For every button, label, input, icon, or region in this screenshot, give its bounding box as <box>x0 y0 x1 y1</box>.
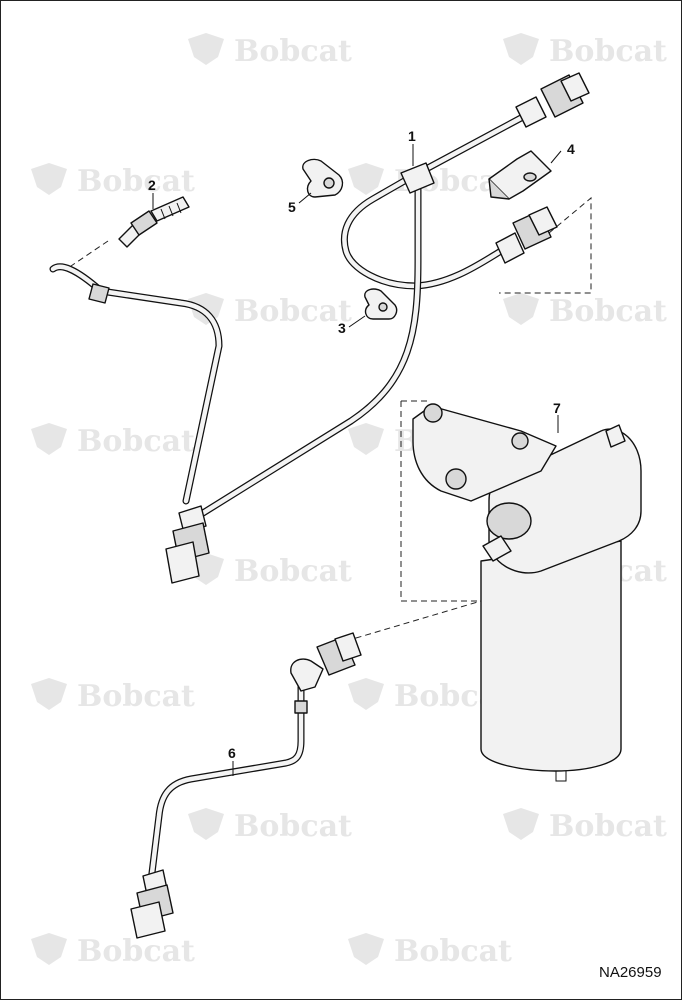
callout-5: 5 <box>288 199 296 215</box>
fuel-hose-2[interactable] <box>49 263 223 505</box>
dashed-reference-lines <box>70 196 592 642</box>
svg-text:Bobcat: Bobcat <box>549 34 667 69</box>
svg-text:Bobcat: Bobcat <box>549 294 667 329</box>
svg-text:Bobcat: Bobcat <box>77 679 195 714</box>
hose-clip-3[interactable] <box>364 288 398 320</box>
svg-text:Bobcat: Bobcat <box>234 809 352 844</box>
quick-connector <box>495 206 558 264</box>
watermark: Bobcat <box>503 33 667 69</box>
watermark: Bobcat <box>348 933 512 969</box>
callout-4: 4 <box>567 141 575 157</box>
callout-3: 3 <box>338 320 346 336</box>
watermark: Bobcat <box>503 293 667 329</box>
barbed-fitting[interactable] <box>118 196 190 248</box>
quick-connector <box>130 869 174 939</box>
mounting-bracket[interactable] <box>488 150 552 200</box>
quick-connector <box>290 632 362 692</box>
watermark: Bobcat <box>188 33 352 69</box>
hose-sleeve <box>294 700 308 714</box>
hose-clip-5[interactable] <box>302 158 344 198</box>
svg-text:Bobcat: Bobcat <box>77 934 195 969</box>
svg-text:Bobcat: Bobcat <box>549 809 667 844</box>
quick-connector <box>165 505 210 584</box>
callout-1: 1 <box>408 128 416 144</box>
svg-text:Bobcat: Bobcat <box>77 164 195 199</box>
tee-fitting <box>400 162 435 194</box>
fuel-filter-assembly[interactable] <box>412 403 642 782</box>
quick-connector <box>515 72 590 128</box>
callout-2: 2 <box>148 177 156 193</box>
callout-labels: 1 2 3 4 5 6 7 <box>148 128 575 761</box>
callout-7: 7 <box>553 400 561 416</box>
svg-text:Bobcat: Bobcat <box>234 294 352 329</box>
svg-text:Bobcat: Bobcat <box>77 424 195 459</box>
watermark: Bobcat <box>31 163 195 199</box>
fuel-hose-6[interactable] <box>130 632 362 939</box>
leader-lines <box>152 144 562 776</box>
svg-text:Bobcat: Bobcat <box>394 934 512 969</box>
hose-sleeve <box>88 283 110 304</box>
callout-6: 6 <box>228 745 236 761</box>
svg-text:Bobcat: Bobcat <box>234 34 352 69</box>
watermark: Bobcat <box>188 553 352 589</box>
drawing-number: NA26959 <box>599 964 662 981</box>
fuel-hose-1[interactable] <box>165 72 590 584</box>
watermark: Bobcat <box>31 678 195 714</box>
watermark: Bobcat <box>188 808 352 844</box>
watermark: Bobcat <box>503 808 667 844</box>
svg-text:Bobcat: Bobcat <box>234 554 352 589</box>
watermark: Bobcat <box>31 933 195 969</box>
watermark: Bobcat <box>31 423 195 459</box>
